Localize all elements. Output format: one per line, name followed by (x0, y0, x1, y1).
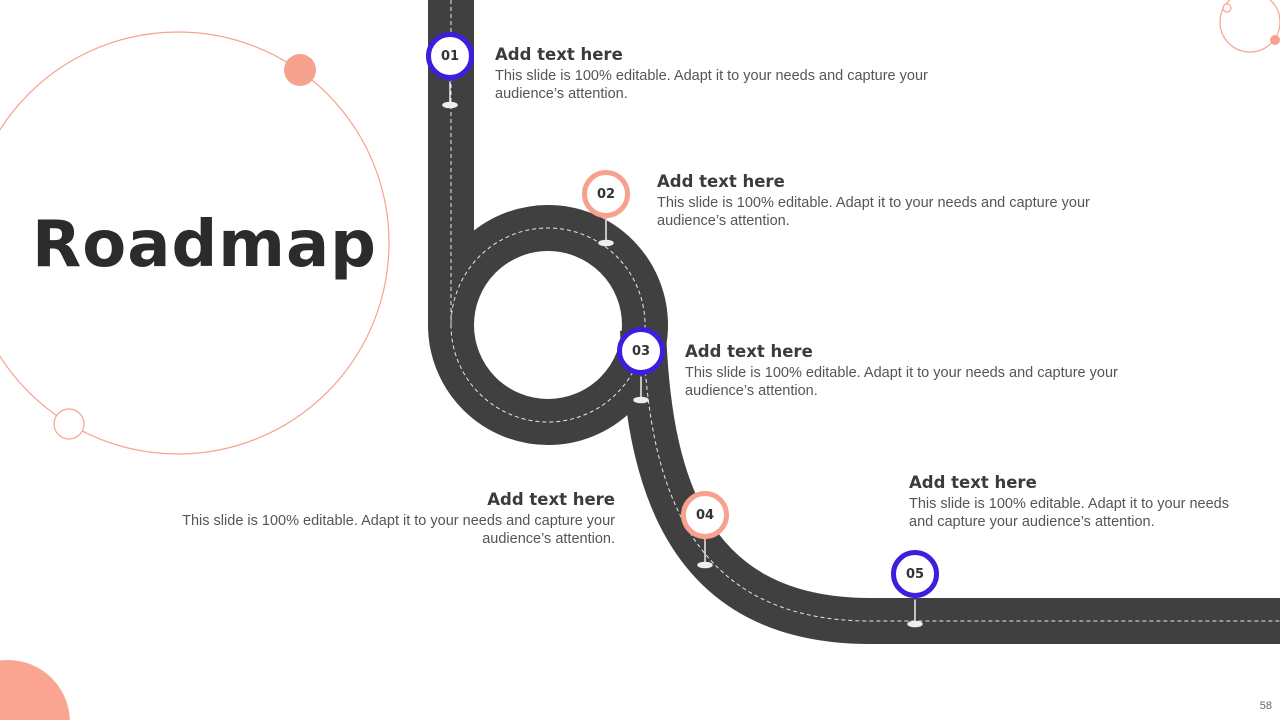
milestone-pin-01: 01 (426, 32, 474, 80)
milestone-body: This slide is 100% editable. Adapt it to… (685, 365, 1118, 399)
milestone-heading: Add text here (495, 45, 623, 64)
milestone-pin-02: 02 (582, 170, 630, 218)
decor-top-right-dot (1270, 35, 1280, 45)
milestone-body: This slide is 100% editable. Adapt it to… (495, 68, 928, 102)
milestone-heading: Add text here (487, 490, 615, 509)
milestone-body: This slide is 100% editable. Adapt it to… (909, 496, 1229, 530)
milestone-pin-03: 03 (617, 327, 665, 375)
milestone-heading: Add text here (657, 172, 785, 191)
milestone-text-01: Add text here This slide is 100% editabl… (495, 46, 945, 103)
milestone-text-05: Add text here This slide is 100% editabl… (909, 474, 1249, 531)
milestone-text-03: Add text here This slide is 100% editabl… (685, 343, 1135, 400)
milestone-body: This slide is 100% editable. Adapt it to… (657, 195, 1090, 229)
decor-large-ring (0, 31, 390, 455)
milestone-pin-04: 04 (681, 491, 729, 539)
milestone-body: This slide is 100% editable. Adapt it to… (182, 513, 615, 547)
page-title: Roadmap (32, 208, 377, 282)
decor-filled-dot (284, 54, 316, 86)
milestone-text-02: Add text here This slide is 100% editabl… (657, 173, 1107, 230)
milestone-heading: Add text here (685, 342, 813, 361)
milestone-text-04: Add text here This slide is 100% editabl… (165, 491, 615, 548)
decor-bottom-left-circle (0, 659, 70, 720)
decor-top-right-ring (1219, 0, 1280, 53)
milestone-pin-05: 05 (891, 550, 939, 598)
page-number: 58 (1259, 700, 1272, 712)
milestone-heading: Add text here (909, 473, 1037, 492)
decorations (0, 0, 1280, 455)
decor-top-right-dot-outline (1222, 3, 1232, 13)
decor-small-ring (53, 408, 85, 440)
